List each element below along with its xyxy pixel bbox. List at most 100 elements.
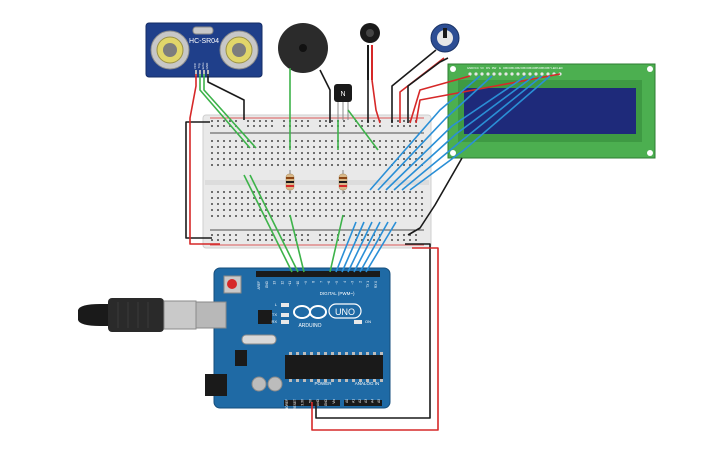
breadboard-hole[interactable] <box>211 152 213 154</box>
breadboard-hole[interactable] <box>319 146 321 148</box>
breadboard-hole[interactable] <box>343 140 345 142</box>
breadboard-hole[interactable] <box>367 215 369 217</box>
breadboard-hole[interactable] <box>265 234 267 236</box>
breadboard-hole[interactable] <box>343 120 345 122</box>
breadboard-hole[interactable] <box>253 191 255 193</box>
breadboard-hole[interactable] <box>421 203 423 205</box>
breadboard-hole[interactable] <box>349 215 351 217</box>
breadboard-hole[interactable] <box>283 234 285 236</box>
breadboard-hole[interactable] <box>271 239 273 241</box>
breadboard-hole[interactable] <box>211 197 213 199</box>
breadboard-hole[interactable] <box>421 140 423 142</box>
lcd-pin[interactable] <box>498 72 502 76</box>
breadboard-hole[interactable] <box>223 215 225 217</box>
breadboard-hole[interactable] <box>337 152 339 154</box>
breadboard-hole[interactable] <box>331 140 333 142</box>
breadboard-hole[interactable] <box>313 197 315 199</box>
breadboard-hole[interactable] <box>385 140 387 142</box>
breadboard-hole[interactable] <box>415 146 417 148</box>
breadboard-hole[interactable] <box>265 125 267 127</box>
breadboard-hole[interactable] <box>313 140 315 142</box>
breadboard-hole[interactable] <box>277 209 279 211</box>
breadboard-hole[interactable] <box>355 158 357 160</box>
breadboard-hole[interactable] <box>397 152 399 154</box>
sensor-pin[interactable] <box>195 70 197 76</box>
breadboard-hole[interactable] <box>247 203 249 205</box>
breadboard-hole[interactable] <box>301 146 303 148</box>
breadboard-hole[interactable] <box>295 146 297 148</box>
breadboard-hole[interactable] <box>211 146 213 148</box>
breadboard-hole[interactable] <box>271 209 273 211</box>
breadboard-hole[interactable] <box>217 234 219 236</box>
breadboard-hole[interactable] <box>379 191 381 193</box>
breadboard-hole[interactable] <box>265 191 267 193</box>
breadboard-hole[interactable] <box>391 152 393 154</box>
breadboard-hole[interactable] <box>415 197 417 199</box>
breadboard-hole[interactable] <box>331 125 333 127</box>
breadboard-hole[interactable] <box>265 197 267 199</box>
resistor-right[interactable] <box>338 170 348 194</box>
breadboard-hole[interactable] <box>265 152 267 154</box>
breadboard-hole[interactable] <box>331 164 333 166</box>
breadboard-hole[interactable] <box>379 197 381 199</box>
breadboard-hole[interactable] <box>337 197 339 199</box>
breadboard-hole[interactable] <box>409 191 411 193</box>
breadboard-hole[interactable] <box>403 215 405 217</box>
breadboard-hole[interactable] <box>355 215 357 217</box>
breadboard-hole[interactable] <box>397 191 399 193</box>
breadboard-hole[interactable] <box>253 146 255 148</box>
breadboard-hole[interactable] <box>307 215 309 217</box>
breadboard-hole[interactable] <box>307 152 309 154</box>
breadboard-hole[interactable] <box>223 234 225 236</box>
breadboard-hole[interactable] <box>367 197 369 199</box>
breadboard-hole[interactable] <box>349 191 351 193</box>
breadboard-hole[interactable] <box>391 191 393 193</box>
breadboard-hole[interactable] <box>253 203 255 205</box>
breadboard-hole[interactable] <box>337 191 339 193</box>
breadboard-hole[interactable] <box>307 234 309 236</box>
breadboard-hole[interactable] <box>301 140 303 142</box>
breadboard-hole[interactable] <box>415 152 417 154</box>
breadboard-hole[interactable] <box>325 164 327 166</box>
analog-header[interactable] <box>344 400 382 406</box>
breadboard-hole[interactable] <box>397 203 399 205</box>
breadboard-hole[interactable] <box>319 152 321 154</box>
breadboard-hole[interactable] <box>235 140 237 142</box>
breadboard-hole[interactable] <box>277 158 279 160</box>
breadboard-hole[interactable] <box>343 215 345 217</box>
breadboard-hole[interactable] <box>211 239 213 241</box>
breadboard-hole[interactable] <box>301 215 303 217</box>
breadboard-hole[interactable] <box>361 203 363 205</box>
breadboard-hole[interactable] <box>349 158 351 160</box>
breadboard-hole[interactable] <box>367 140 369 142</box>
lcd-pin[interactable] <box>534 72 538 76</box>
breadboard-hole[interactable] <box>385 203 387 205</box>
breadboard-hole[interactable] <box>265 140 267 142</box>
breadboard-hole[interactable] <box>265 215 267 217</box>
resistor-left[interactable] <box>285 170 295 194</box>
breadboard-hole[interactable] <box>289 158 291 160</box>
breadboard-hole[interactable] <box>361 146 363 148</box>
breadboard-hole[interactable] <box>373 164 375 166</box>
breadboard-hole[interactable] <box>295 152 297 154</box>
breadboard-hole[interactable] <box>253 209 255 211</box>
breadboard-hole[interactable] <box>289 209 291 211</box>
breadboard-hole[interactable] <box>235 146 237 148</box>
breadboard-hole[interactable] <box>277 152 279 154</box>
breadboard-hole[interactable] <box>361 234 363 236</box>
breadboard-hole[interactable] <box>325 239 327 241</box>
breadboard-hole[interactable] <box>361 164 363 166</box>
breadboard-hole[interactable] <box>349 203 351 205</box>
breadboard-hole[interactable] <box>325 209 327 211</box>
lcd-pin[interactable] <box>504 72 508 76</box>
breadboard-hole[interactable] <box>403 140 405 142</box>
breadboard-hole[interactable] <box>265 120 267 122</box>
breadboard-hole[interactable] <box>247 164 249 166</box>
breadboard-hole[interactable] <box>325 140 327 142</box>
breadboard-hole[interactable] <box>217 164 219 166</box>
breadboard-hole[interactable] <box>223 125 225 127</box>
breadboard-hole[interactable] <box>403 125 405 127</box>
breadboard-hole[interactable] <box>349 164 351 166</box>
breadboard-hole[interactable] <box>271 120 273 122</box>
